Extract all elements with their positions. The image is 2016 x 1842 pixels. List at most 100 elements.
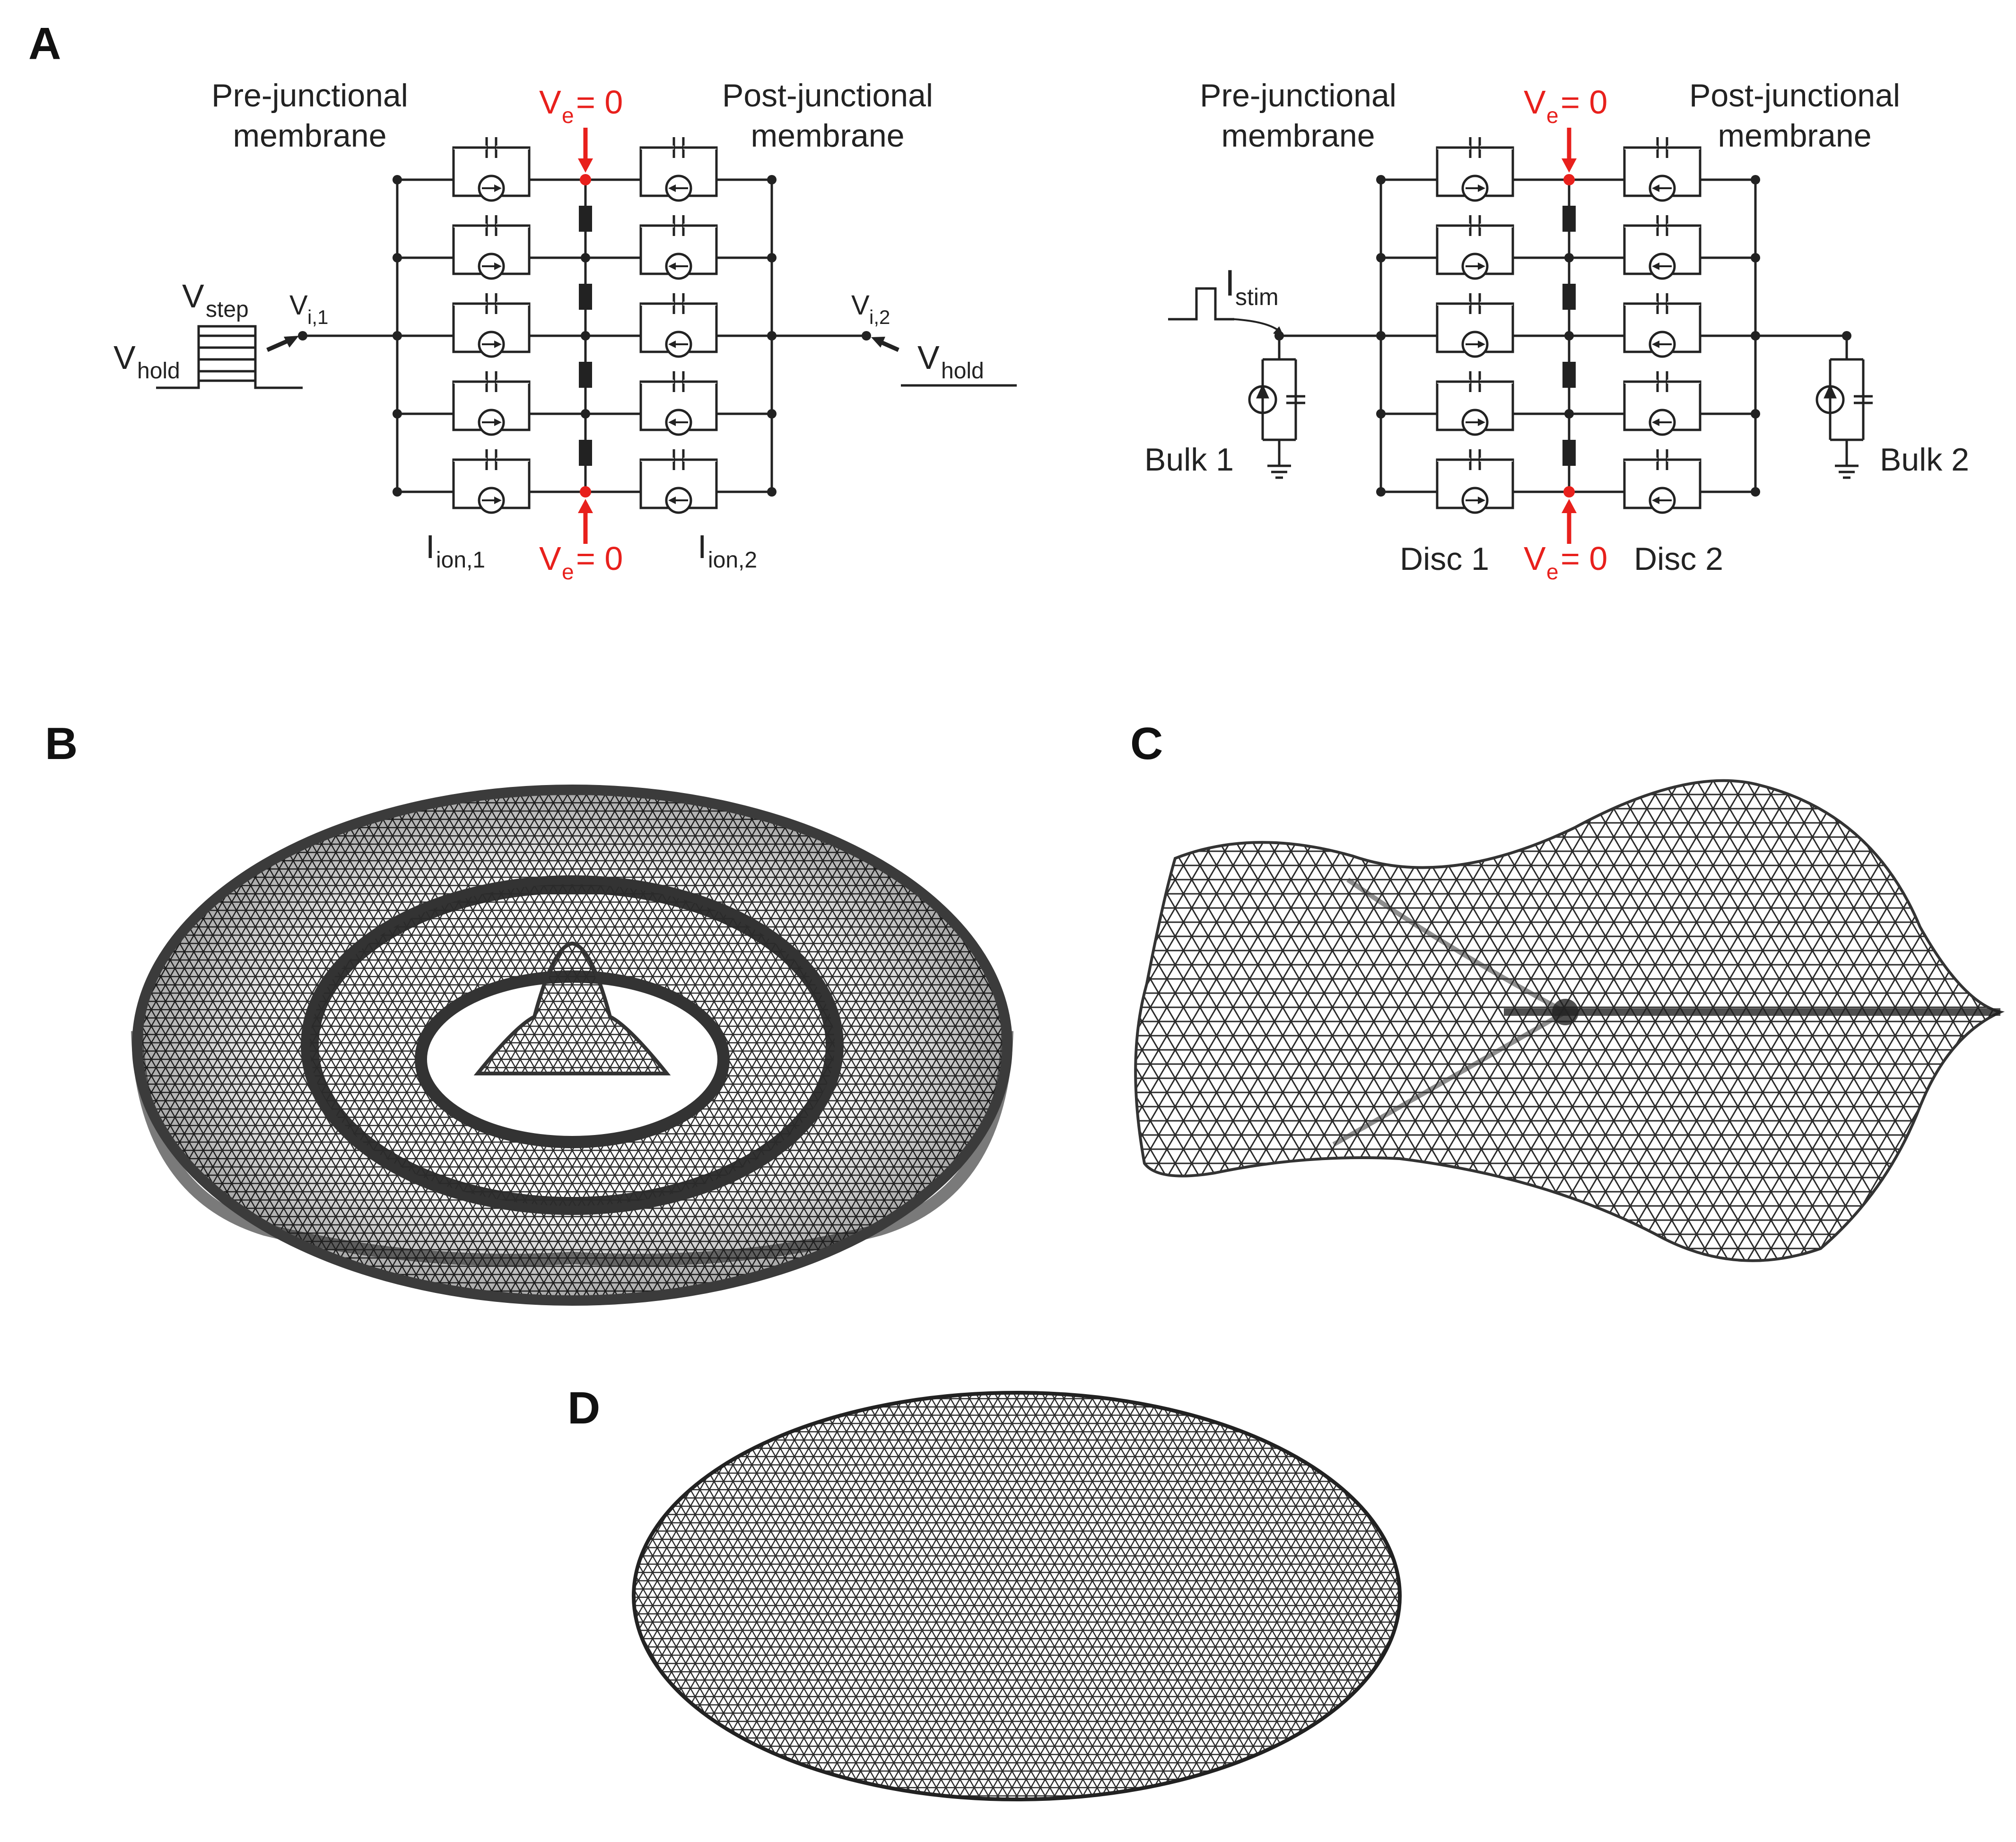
ve-top-sub: e	[562, 103, 574, 128]
i-stim-waveform	[1168, 287, 1234, 321]
v-hold-sub: hold	[137, 358, 180, 384]
circuit-left-schematic	[266, 128, 899, 544]
ve-bottom-value: = 0	[576, 540, 623, 577]
post-source-arrowhead	[668, 419, 676, 426]
torus-inner-fold	[131, 1030, 1013, 1266]
post-title-line1-right: Post-junctional	[1689, 78, 1900, 113]
ve-bottom-label: V e = 0	[539, 540, 623, 584]
ve-top-value: = 0	[576, 84, 623, 121]
pre-node	[393, 175, 402, 184]
pre-title-line1-right: Pre-junctional	[1200, 78, 1396, 113]
panel-b-torus-mesh	[131, 785, 1013, 1306]
ve-top-label-right: V e = 0	[1524, 84, 1607, 128]
circuit-left: Pre-junctional membrane Post-junctional …	[113, 78, 1017, 584]
post-node	[767, 331, 777, 340]
post-node	[767, 487, 777, 497]
ve-bottom-value-right: = 0	[1561, 540, 1607, 577]
ve-bottom-symbol-right: V	[1524, 540, 1546, 577]
v-step-waveform	[156, 325, 303, 389]
pre-source-arrowhead	[494, 340, 502, 348]
pre-source-arrowhead	[1478, 184, 1485, 192]
v-step-sub: step	[206, 297, 249, 322]
cleft-resistor	[1562, 440, 1576, 466]
panel-letter-b: B	[45, 718, 78, 769]
cleft-resistor	[579, 440, 592, 466]
pre-title-line2: membrane	[233, 118, 386, 154]
ve-top-symbol: V	[539, 84, 561, 121]
post-source-arrowhead	[668, 184, 676, 192]
cleft-node	[581, 253, 590, 262]
pre-node	[1376, 331, 1386, 340]
cleft-node	[1564, 253, 1574, 262]
ve-ground-node	[580, 174, 591, 185]
panel-d-disc-mesh	[632, 1391, 1402, 1801]
disc1-label: Disc 1	[1400, 541, 1489, 577]
cleft-resistor	[1562, 206, 1576, 232]
saddle-node	[1552, 999, 1579, 1025]
v-hold2-symbol: V	[917, 339, 940, 376]
post-node	[767, 409, 777, 419]
i-ion2-sub: ion,2	[708, 548, 757, 573]
bulk2-element	[1751, 331, 1873, 479]
ve-top-label: V e = 0	[539, 84, 623, 128]
post-source-arrowhead	[1652, 184, 1659, 192]
pre-node	[1376, 253, 1386, 262]
bulk1-element	[1248, 331, 1305, 479]
v-i1-symbol: V	[289, 290, 308, 321]
v-i2-sub: i,2	[869, 306, 890, 328]
ve-ground-node	[1563, 486, 1575, 498]
pre-source-arrowhead	[1478, 419, 1485, 426]
ve-bottom-label-right: V e = 0	[1524, 540, 1607, 584]
panel-c-saddle-mesh	[1134, 779, 2005, 1262]
post-node	[1751, 487, 1760, 497]
post-source-arrowhead	[668, 262, 676, 270]
ve-top-symbol-right: V	[1524, 84, 1546, 121]
v-i2-node	[862, 331, 871, 340]
cleft-resistor	[579, 284, 592, 310]
pre-node	[1376, 409, 1386, 419]
ve-top-arrowhead	[1562, 158, 1577, 173]
i-ion2-symbol: I	[698, 528, 707, 565]
post-source-arrowhead	[668, 497, 676, 504]
i-ion1-symbol: I	[426, 528, 435, 565]
circuit-right: Pre-junctional membrane Post-junctional …	[1144, 78, 1969, 584]
post-title-line2: membrane	[751, 118, 904, 154]
cleft-resistor	[1562, 362, 1576, 388]
ve-bottom-arrowhead	[578, 499, 593, 513]
ve-ground-node	[1563, 174, 1575, 185]
post-source-arrowhead	[1652, 419, 1659, 426]
post-title-line1: Post-junctional	[722, 78, 933, 113]
ve-top-arrowhead	[578, 158, 593, 173]
ve-top-sub-right: e	[1546, 103, 1559, 128]
post-source-arrowhead	[1652, 262, 1659, 270]
v-i2-symbol: V	[851, 290, 870, 321]
v-hold-symbol: V	[113, 339, 136, 376]
post-node	[767, 175, 777, 184]
panel-letter-a: A	[28, 18, 61, 69]
ve-ground-node	[580, 486, 591, 498]
post-node	[767, 253, 777, 262]
circuit-right-schematic	[1376, 128, 1789, 544]
pre-source-arrowhead	[1478, 497, 1485, 504]
v-i1-sub: i,1	[307, 306, 328, 328]
ve-bottom-sub: e	[562, 559, 574, 584]
pre-node	[393, 331, 402, 340]
post-node	[1751, 175, 1760, 184]
post-source-arrowhead	[668, 340, 676, 348]
post-title-line2-right: membrane	[1718, 118, 1871, 154]
v-hold2-sub: hold	[941, 358, 984, 384]
post-node	[1751, 409, 1760, 419]
pre-node	[393, 409, 402, 419]
i-stim-symbol: I	[1225, 262, 1235, 304]
pre-node	[393, 253, 402, 262]
torus-centre-bump	[473, 941, 671, 1075]
ve-bottom-sub-right: e	[1546, 559, 1559, 584]
disc2-label: Disc 2	[1634, 541, 1723, 577]
v-i1-node	[298, 331, 307, 340]
v-i2-arrowhead	[871, 337, 885, 348]
pre-source-arrowhead	[494, 262, 502, 270]
ve-bottom-arrowhead	[1562, 499, 1577, 513]
pre-source-arrowhead	[1478, 340, 1485, 348]
i-stim-sub: stim	[1235, 284, 1279, 310]
